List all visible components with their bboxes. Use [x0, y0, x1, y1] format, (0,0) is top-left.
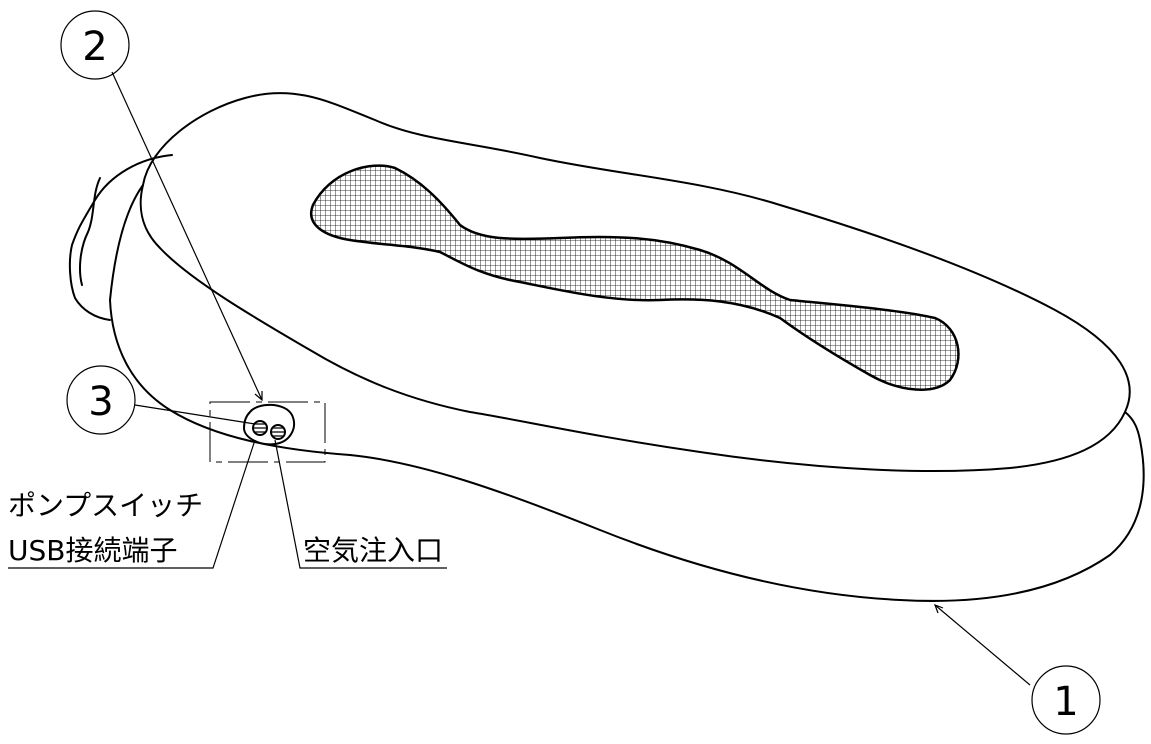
air-inlet-valve [270, 424, 286, 440]
pillow-top-outline [139, 92, 1131, 473]
callout-number-3: 3 [88, 379, 113, 425]
leader-usb [8, 439, 256, 569]
callout-circle-1 [1031, 665, 1101, 735]
leader-air-inlet [274, 439, 447, 569]
detail-box [209, 401, 326, 463]
leader-arrow-2 [254, 391, 263, 402]
callout-circle-2 [60, 10, 130, 80]
leader-line-1 [934, 604, 1031, 686]
label-air-inlet: 空気注入口 [303, 534, 443, 567]
mesh-panel [310, 164, 960, 391]
callout-circle-3 [66, 365, 136, 435]
back-pad-inner [79, 177, 101, 286]
leader-line-2 [111, 71, 263, 401]
callout-number-1: 1 [1053, 679, 1078, 725]
port-cutout [243, 403, 295, 446]
label-usb-port: USB接続端子 [8, 534, 177, 567]
leader-arrow-1 [933, 603, 944, 614]
leader-line-3 [134, 404, 256, 425]
pillow-side-outline [109, 184, 1145, 602]
label-pump-switch: ポンプスイッチ [8, 489, 203, 522]
valve-ribs [254, 423, 284, 437]
callout-number-2: 2 [82, 24, 107, 70]
back-pad-outline [68, 154, 173, 321]
pump-switch-knob [252, 420, 268, 436]
